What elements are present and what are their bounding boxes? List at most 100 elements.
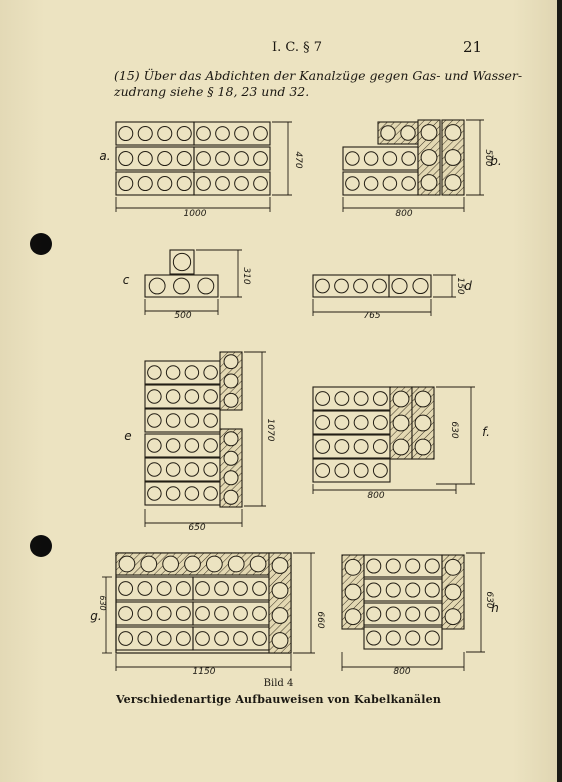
duct-bore [344,558,362,576]
duct-block [219,428,243,508]
duct-bore [405,558,421,574]
figure-letter: g. [90,609,101,623]
duct-bore [372,439,388,454]
duct-bore [184,486,200,501]
dimension-label: 1070 [265,419,275,442]
duct-bore [271,557,289,574]
duct-bore [176,175,192,192]
duct-bore [353,463,369,478]
dimension-label: 150 [455,277,465,294]
duct-bore [353,439,369,454]
duct-bore [353,391,369,406]
duct-bore [233,606,248,621]
duct-bore [444,608,462,626]
duct-bore [444,558,462,576]
duct-bore [137,150,153,167]
duct-bore [315,415,331,430]
dimension-label: 500 [483,149,493,166]
duct-bore [372,391,388,406]
duct-bore [197,277,215,295]
duct-bore [165,438,181,453]
duct-bore [401,151,416,166]
duct-bore [366,606,382,622]
duct-bore [156,581,172,596]
duct-bore [363,176,379,191]
duct-block [363,578,443,602]
duct-bore [334,415,350,430]
duct-block [342,146,419,171]
dimension-label: 500 [174,311,191,321]
duct-bore [118,606,134,621]
duct-block [193,121,271,146]
duct-bore [137,581,153,596]
duct-bore [372,415,388,430]
dimension-label: 660 [315,611,325,628]
duct-bore [147,486,162,501]
duct-bore [118,125,134,142]
duct-bore [392,438,410,456]
duct-bore [234,151,249,166]
duct-bore [271,582,289,599]
duct-bore [156,606,172,621]
duct-bore [345,151,360,166]
duct-bore [385,558,401,574]
duct-bore [165,413,181,428]
duct-bore [196,151,211,166]
duct-bore [233,581,248,596]
duct-bore [414,438,432,456]
duct-bore [444,149,462,166]
duct-bore [271,632,289,649]
duct-bore [414,390,432,408]
figure-letter: d [464,279,472,293]
duct-bore [344,583,362,601]
duct-bore [401,176,416,191]
duct-bore [205,555,223,573]
figure-letter: h [491,601,499,615]
duct-bore [203,438,218,453]
duct-bore [405,630,421,646]
figure-letter: c [123,273,130,287]
duct-bore [203,413,218,428]
duct-bore [196,176,211,191]
duct-bore [184,462,200,477]
duct-bore [227,555,245,573]
duct-bore [223,373,239,389]
duct-bore [195,631,210,646]
duct-bore [424,582,440,598]
section-reference: I. C. § 7 [272,40,323,55]
duct-bore [234,176,249,191]
duct-bore [137,606,153,621]
duct-block [363,602,443,626]
duct-bore [253,176,268,191]
dimension-label: 765 [363,311,380,321]
duct-bore [147,438,162,453]
duct-bore [353,278,368,294]
duct-bore [137,631,153,646]
duct-bore [195,606,210,621]
duct-bore [165,462,181,477]
duct-bore [203,389,218,404]
duct-bore [385,582,401,598]
duct-bore [253,151,268,166]
duct-bore [363,151,379,166]
duct-bore [118,631,134,646]
duct-block [363,554,443,578]
duct-bore [420,124,438,141]
duct-bore [165,486,181,501]
duct-bore [252,606,267,621]
duct-bore [140,555,158,573]
duct-bore [215,126,230,141]
duct-bore [165,389,181,404]
note-line-2: zudrang siehe § 18, 23 und 32. [114,84,310,99]
duct-bore [223,354,239,370]
figure-letter: e [124,429,131,443]
duct-block [144,408,221,433]
duct-bore [214,581,229,596]
duct-bore [157,125,173,142]
duct-bore [382,151,398,166]
duct-bore [252,581,267,596]
duct-bore [176,150,192,167]
duct-bore [148,277,166,295]
duct-bore [223,392,239,408]
